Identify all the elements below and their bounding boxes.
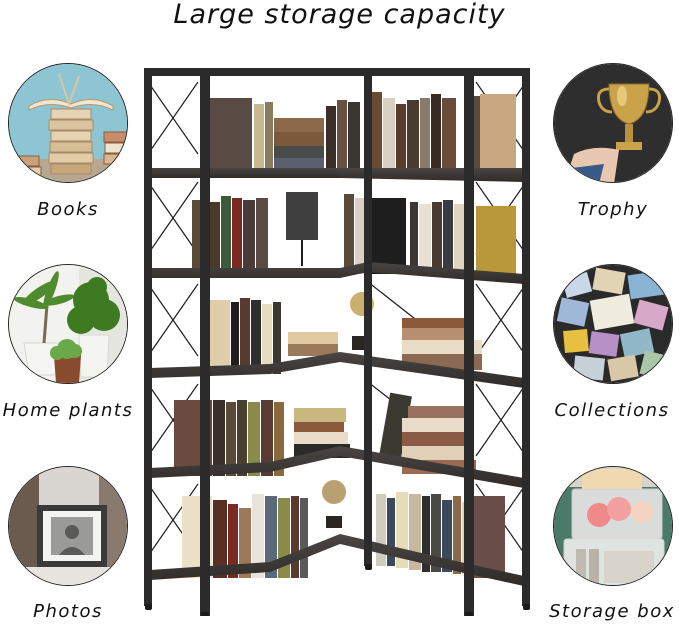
collections-image [553, 264, 673, 384]
trophy-icon [554, 64, 672, 182]
stamps-icon [554, 265, 672, 383]
label-books: Books [37, 199, 99, 220]
storage-box-image [553, 466, 673, 586]
home-plants-image [8, 264, 128, 384]
label-storage-box: Storage box [549, 601, 675, 622]
label-trophy: Trophy [577, 199, 649, 220]
bookshelf-illustration [144, 68, 530, 616]
trophy-image [553, 63, 673, 183]
books-image [8, 63, 128, 183]
plant-icon [9, 265, 127, 383]
corner-bookshelf [140, 64, 534, 616]
photos-image [8, 466, 128, 586]
storage-box-icon [554, 467, 672, 585]
label-photos: Photos [33, 601, 103, 622]
label-home-plants: Home plants [2, 400, 134, 421]
books-icon [9, 64, 127, 182]
page-title: Large storage capacity [173, 0, 506, 30]
label-collections: Collections [554, 400, 670, 421]
photo-frame-icon [9, 467, 127, 585]
